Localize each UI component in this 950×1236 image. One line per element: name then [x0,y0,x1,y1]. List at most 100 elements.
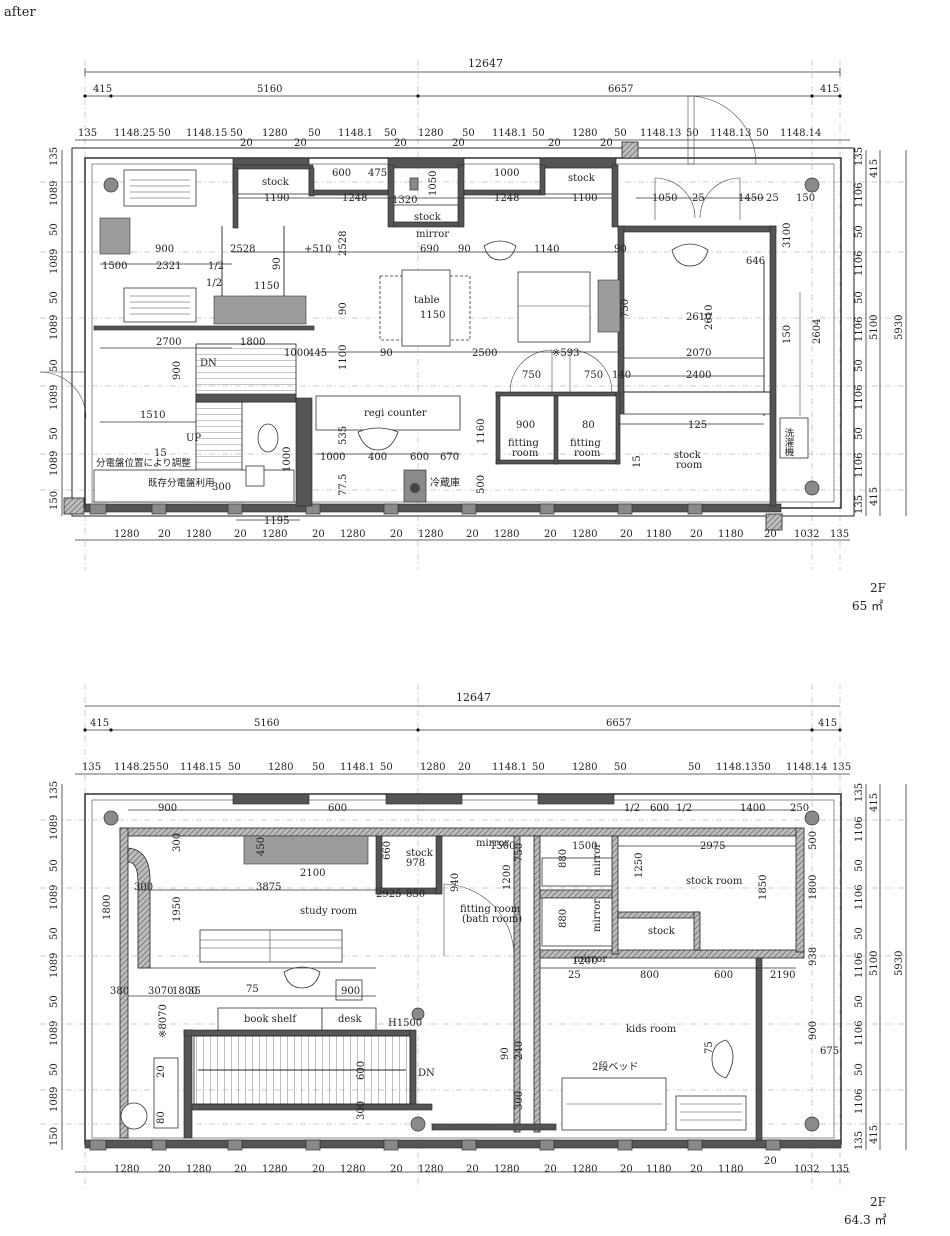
dim-label: 3070 [148,986,173,997]
dim-label: 1089 [49,315,60,340]
dim-label: 1106 [854,1021,865,1046]
dim-label: 1106 [854,817,865,842]
room-label-mirror-4: mirror [574,954,607,965]
dim-label: 1180 [718,1164,743,1175]
dim-label: 1950 [172,897,183,922]
floor-title: 2F [870,581,886,595]
right-dims-top: 135 1106 50 1106 50 1106 50 1106 50 1106… [854,147,907,516]
dim-label: 646 [746,256,765,267]
dim-label: 1106 [854,385,865,410]
dim-label: 1148.1 [492,762,527,773]
desk-900: 900 [341,986,360,997]
dim-label: 1/2 [208,261,224,272]
dim-label: 75 [246,984,259,995]
dim-label: 2100 [300,868,325,879]
dim-label: 15 [154,448,167,459]
dim-label: 50 [854,359,865,372]
dim-label: 20 [312,1164,325,1175]
dim-label: 1280 [572,529,597,540]
dim-label: 1089 [49,885,60,910]
dim-label: 20 [690,529,703,540]
fitting-rooms-top: fitting room fitting room stock room [495,349,703,471]
inner-dims-top: 600 475 1000 1190 1248 1320 1248 1100 10… [100,168,823,527]
dim-label: 1050 [428,171,439,196]
room-label-fitting-1a: fitting [508,438,539,449]
dim-label: 1/2 [624,803,640,814]
dim-label: 900 [808,1021,819,1040]
dim-label: 135 [832,762,851,773]
dim-label: 25 [692,193,705,204]
dim-label: 20 [764,1156,777,1167]
furniture-top: table 1150 regi counter 冷蔵庫 [99,169,709,503]
dim-label: 1280 [572,128,597,139]
dim-label: 2190 [770,970,795,981]
dim-label: 35 [188,986,201,997]
dim-label: 50 [854,859,865,872]
dim-label: 600 [328,803,347,814]
label-up: UP [186,433,201,444]
dim-label: 50 [49,291,60,304]
dim-label: 415 [869,1125,880,1144]
dim-label: 1148.1 [340,762,375,773]
dim-label: 25 [568,970,581,981]
dim-label: 25 [766,193,779,204]
dim-label: 20 [600,138,613,149]
dim-label: 750 [514,843,525,862]
dim-label: 1032 [794,1164,819,1175]
dim-label: 500 [808,831,819,850]
top-grid-dims-bottom: 135 1148.25 50 1148.15 50 1280 50 1148.1… [75,762,851,775]
dim-label: 20 [458,762,471,773]
dim-label: 20 [690,1164,703,1175]
dim-label: 1089 [49,1087,60,1112]
room-label-mirror-3: mirror [592,899,603,932]
dim-label: 2700 [156,337,181,348]
dim-label: 20 [158,1164,171,1175]
dim-label: 1148.14 [786,762,827,773]
dim-label: 1148.25 [114,128,155,139]
dim-label: 800 [640,970,659,981]
dim-label: 380 [110,986,129,997]
dim-label: 1500 [490,841,515,852]
dim-label: 1180 [646,529,671,540]
overall-width-label: 12647 [468,57,503,70]
dim-label: 1280 [340,1164,365,1175]
dim-label: 1800 [808,875,819,900]
dim-label: 240 [514,1041,525,1060]
dim-label: 20 [544,1164,557,1175]
dim-label: 20 [394,138,407,149]
dim-label: 1089 [49,385,60,410]
dim-label: 535 [338,426,349,445]
dim-label: 600 [714,970,733,981]
dim-label: 675 [820,1046,839,1057]
dim-label: 135 [78,128,97,139]
dim-label: 5930 [894,951,905,976]
dim-label: 1050 [652,193,677,204]
dim-label: 300 [212,482,231,493]
dim-label: 50 [49,1063,60,1076]
dim-label: 2500 [472,348,497,359]
dim-label: 50 [308,128,321,139]
top-grid-dims: 135 1148.25 50 1148.15 50 1280 50 1148.1… [75,128,850,149]
dim-label: 20 [544,529,557,540]
dim-label: 1148.13 [710,128,751,139]
dim-label: 150 [49,491,60,510]
dim-label: 1850 [758,875,769,900]
dim-label: 6657 [606,718,631,729]
dim-label: 1106 [854,251,865,276]
room-label-stock-1: stock [262,177,290,188]
dim-label: 20 [466,529,479,540]
dim-label: 1280 [418,529,443,540]
room-label-stock-978a: stock [406,848,434,859]
dim-label: 20 [620,529,633,540]
dim-label: 750 [620,299,631,318]
dim-label: 1510 [140,410,165,421]
dim-label: 1180 [718,529,743,540]
dim-label: 400 [368,452,387,463]
dim-label: 90 [338,302,349,315]
dim-label: 1106 [854,1089,865,1114]
bunk-bed-label: 2段ベッド [592,1060,638,1073]
room-label-stock-room-a: stock [674,450,702,461]
dim-label: 1195 [264,516,289,527]
dim-label: 20 [548,138,561,149]
